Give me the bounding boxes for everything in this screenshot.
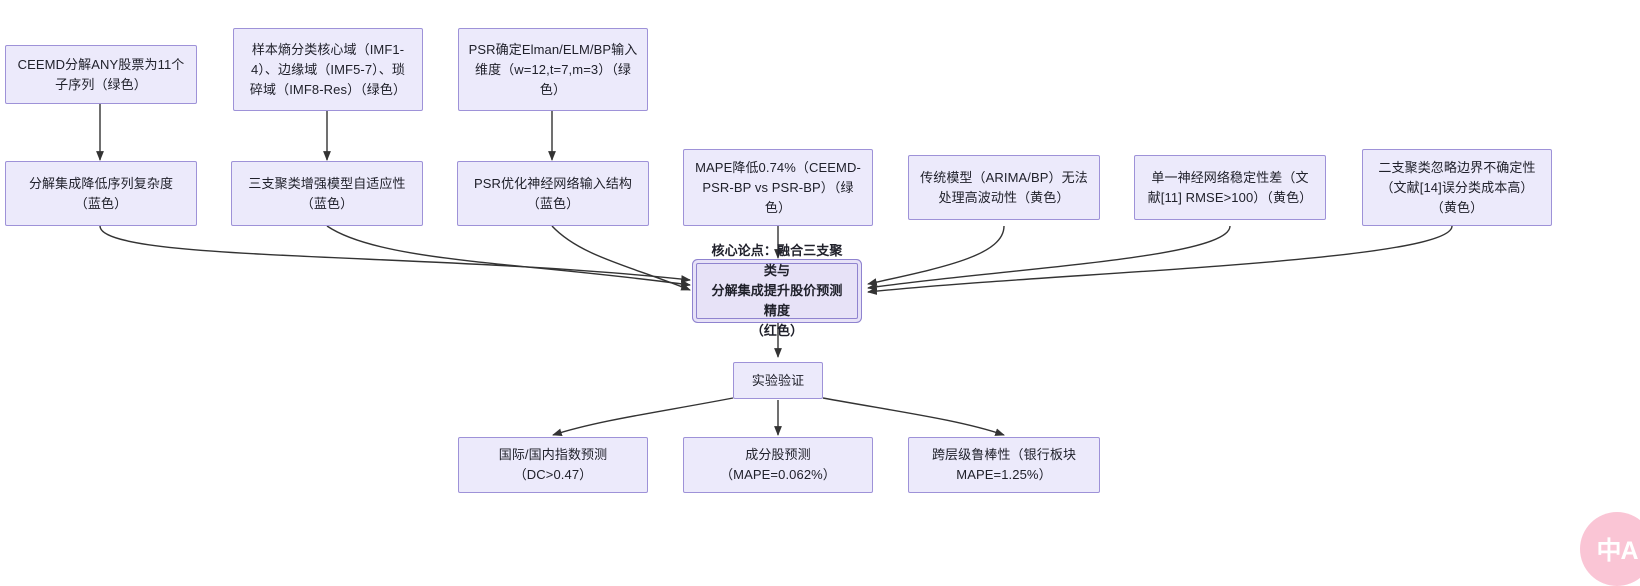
node-core-thesis[interactable]: 核心论点：融合三支聚类与 分解集成提升股价预测精度 （红色）: [696, 243, 858, 338]
node-label: 核心论点：融合三支聚类与 分解集成提升股价预测精度 （红色）: [711, 243, 843, 338]
node-label: 单一神经网络稳定性差（文 献[11] RMSE>100）（黄色）: [1147, 169, 1313, 205]
node-label: 跨层级鲁棒性（银行板块 MAPE=1.25%）: [931, 447, 1077, 482]
node-label: 分解集成降低序列复杂度 （蓝色）: [28, 175, 174, 211]
node-decomposition-reduces-complexity[interactable]: 分解集成降低序列复杂度 （蓝色）: [5, 161, 197, 226]
node-label: 传统模型（ARIMA/BP）无法 处理高波动性（黄色）: [920, 169, 1088, 205]
node-constituent-stock-result[interactable]: 成分股预测 （MAPE=0.062%）: [683, 437, 873, 493]
node-mape-improvement[interactable]: MAPE降低0.74%（CEEMD- PSR-BP vs PSR-BP）（绿 色…: [683, 149, 873, 226]
node-label: 成分股预测 （MAPE=0.062%）: [720, 447, 836, 482]
node-sample-entropy-classification[interactable]: 样本熵分类核心域（IMF1- 4）、边缘域（IMF5-7）、琐 碎域（IMF8-…: [233, 28, 423, 111]
node-psr-optimizes-nn-input[interactable]: PSR优化神经网络输入结构 （蓝色）: [457, 161, 649, 226]
node-psr-input-dimension[interactable]: PSR确定Elman/ELM/BP输入 维度（w=12,t=7,m=3）（绿 色…: [458, 28, 648, 111]
node-experimental-validation[interactable]: 实验验证: [733, 362, 823, 399]
node-single-nn-instability-gap[interactable]: 单一神经网络稳定性差（文 献[11] RMSE>100）（黄色）: [1134, 155, 1326, 220]
node-label: 国际/国内指数预测 （DC>0.47）: [498, 447, 608, 482]
node-label: 二支聚类忽略边界不确定性 （文献[14]误分类成本高） （黄色）: [1378, 159, 1536, 215]
node-ceemd-decomposition[interactable]: CEEMD分解ANY股票为11个 子序列（绿色）: [5, 45, 197, 104]
edge-n11-n14: [822, 397, 1005, 436]
edge-n4-core: [99, 225, 691, 283]
node-label: 样本熵分类核心域（IMF1- 4）、边缘域（IMF5-7）、琐 碎域（IMF8-…: [249, 41, 407, 97]
edge-n9-core: [867, 225, 1231, 291]
node-label: 实验验证: [751, 372, 805, 388]
node-label: PSR优化神经网络输入结构 （蓝色）: [473, 175, 633, 211]
node-label: CEEMD分解ANY股票为11个 子序列（绿色）: [17, 56, 185, 92]
node-index-forecast-result[interactable]: 国际/国内指数预测 （DC>0.47）: [458, 437, 648, 493]
edge-n11-n12: [552, 397, 734, 437]
edge-n6-core: [551, 225, 691, 291]
node-label: PSR确定Elman/ELM/BP输入 维度（w=12,t=7,m=3）（绿 色…: [468, 41, 638, 97]
node-label: 三支聚类增强模型自适应性 （蓝色）: [248, 175, 406, 211]
flowchart-canvas: CEEMD分解ANY股票为11个 子序列（绿色） 样本熵分类核心域（IMF1- …: [5, 28, 1640, 586]
edge-n10-core: [867, 225, 1453, 295]
node-traditional-model-gap[interactable]: 传统模型（ARIMA/BP）无法 处理高波动性（黄色）: [908, 155, 1100, 220]
node-three-way-clustering-adaptivity[interactable]: 三支聚类增强模型自适应性 （蓝色）: [231, 161, 423, 226]
node-two-way-clustering-gap[interactable]: 二支聚类忽略边界不确定性 （文献[14]误分类成本高） （黄色）: [1362, 149, 1552, 226]
watermark-label: 中A: [1596, 537, 1638, 565]
edge-n8-core: [867, 225, 1005, 286]
watermark-badge: 中A: [1580, 512, 1640, 586]
node-cross-level-robustness-result[interactable]: 跨层级鲁棒性（银行板块 MAPE=1.25%）: [908, 437, 1100, 493]
node-label: MAPE降低0.74%（CEEMD- PSR-BP vs PSR-BP）（绿 色…: [695, 159, 861, 215]
edge-n5-core: [326, 225, 691, 288]
